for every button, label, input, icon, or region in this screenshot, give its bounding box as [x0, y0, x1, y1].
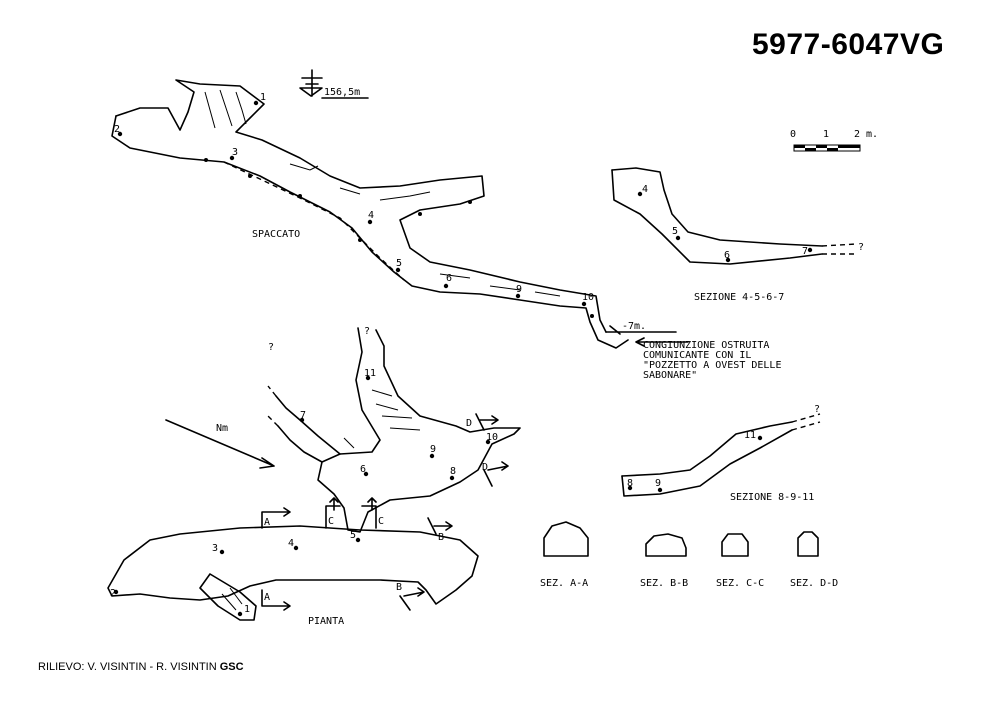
svg-text:?: ? [858, 242, 864, 253]
sezione-4567-station-5: 5 [672, 226, 678, 237]
credits: RILIEVO: V. VISINTIN - R. VISINTIN GSC [38, 661, 244, 673]
pianta-mark-c-right: C [378, 516, 384, 527]
pianta-mark-a-bottom: A [264, 592, 270, 603]
spaccato-note-line-2: COMUNICANTE CON IL [643, 350, 751, 361]
spaccato-station-10: 10 [582, 292, 594, 303]
scale-tick-2: 2 m. [854, 129, 878, 140]
scale-tick-1: 1 [823, 129, 829, 140]
section-bb-label: SEZ. B-B [640, 578, 688, 589]
pianta-mark-a-top: A [264, 517, 270, 528]
pianta-station-2: 2 [110, 588, 116, 599]
pianta-station-11: 11 [364, 368, 376, 379]
spaccato-note-line-4: SABONARE" [643, 370, 697, 381]
svg-text:?: ? [814, 404, 820, 415]
spaccato-profile: 156,5m SPACCATO -7m. 1 2 3 4 5 6 9 10 CO… [111, 69, 781, 381]
section-cc-label: SEZ. C-C [716, 578, 764, 589]
cross-sections: SEZ. A-A SEZ. B-B SEZ. C-C SEZ. D-D [540, 521, 838, 589]
sezione-8911-station-8: 8 [627, 478, 633, 489]
spaccato-station-6: 6 [446, 273, 452, 284]
spaccato-station-1: 1 [260, 92, 266, 103]
sezione-8911-title: SEZIONE 8-9-11 [730, 492, 814, 503]
north-label: Nm [216, 423, 228, 434]
spaccato-title: SPACCATO [252, 229, 300, 240]
svg-text:?: ? [364, 326, 370, 337]
pianta-title: PIANTA [308, 616, 344, 627]
sezione-8911-station-9: 9 [655, 478, 661, 489]
sezione-8911: 8 9 11 ? SEZIONE 8-9-11 [621, 404, 821, 503]
spaccato-note-line-1: CONGIUNZIONE OSTRUITA [643, 340, 769, 351]
sezione-4567-station-6: 6 [724, 250, 730, 261]
credits-group: GSC [219, 661, 244, 673]
pianta-station-10: 10 [486, 432, 498, 443]
pianta-station-6: 6 [360, 464, 366, 475]
spaccato-station-9: 9 [516, 284, 522, 295]
sezione-4567-station-7: 7 [802, 246, 808, 257]
section-dd-label: SEZ. D-D [790, 578, 838, 589]
spaccato-note-line-3: "POZZETTO A OVEST DELLE [643, 360, 781, 371]
spaccato-station-5: 5 [396, 258, 402, 269]
sezione-4567: 4 5 6 7 ? SEZIONE 4-5-6-7 [611, 167, 864, 303]
spaccato-station-2: 2 [114, 124, 120, 135]
sezione-8911-station-11: 11 [744, 430, 756, 441]
pianta-plan: Nm [107, 326, 521, 627]
pianta-mark-c-left: C [328, 516, 334, 527]
pianta-station-4: 4 [288, 538, 294, 549]
pianta-mark-b-bottom: B [396, 582, 402, 593]
section-aa-label: SEZ. A-A [540, 578, 588, 589]
pianta-station-3: 3 [212, 543, 218, 554]
pianta-station-5: 5 [350, 530, 356, 541]
spaccato-depth: -7m. [622, 321, 646, 332]
pianta-station-1: 1 [244, 604, 250, 615]
pianta-mark-b-top: B [438, 532, 444, 543]
pianta-mark-d-top: D [466, 418, 472, 429]
svg-text:?: ? [268, 342, 274, 353]
pianta-mark-d-bottom: D [482, 462, 488, 473]
sezione-4567-title: SEZIONE 4-5-6-7 [694, 292, 784, 303]
spaccato-station-3: 3 [232, 147, 238, 158]
pianta-station-8: 8 [450, 466, 456, 477]
cave-code: 5977-6047VG [752, 28, 945, 61]
sezione-4567-station-4: 4 [642, 184, 648, 195]
spaccato-station-4: 4 [368, 210, 374, 221]
scale-bar: 0 1 2 m. [790, 129, 878, 152]
pianta-station-9: 9 [430, 444, 436, 455]
scale-tick-0: 0 [790, 129, 796, 140]
credits-prefix: RILIEVO: V. VISINTIN - R. VISINTIN [38, 661, 220, 673]
pianta-station-7: 7 [300, 410, 306, 421]
spaccato-elevation: 156,5m [324, 87, 360, 98]
